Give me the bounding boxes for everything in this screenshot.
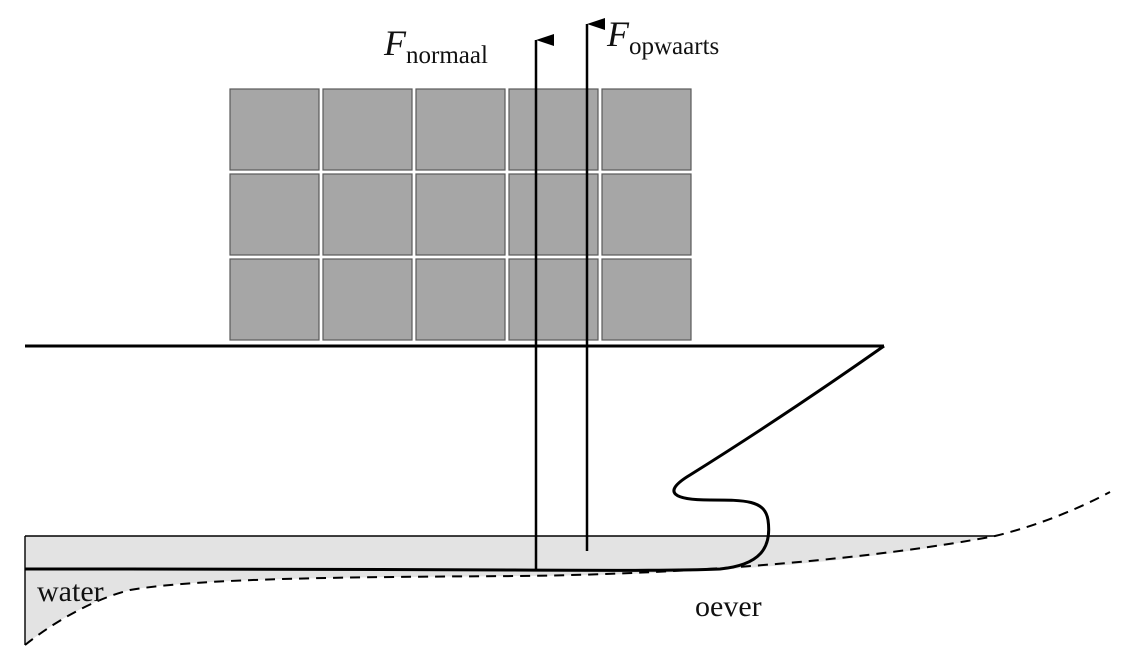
container-box	[508, 173, 599, 256]
force-normaal-label: Fnormaal	[383, 23, 488, 69]
container-box	[601, 173, 692, 256]
container-stack	[229, 88, 692, 341]
container-box	[601, 88, 692, 171]
force-opwaarts-label: Fopwaarts	[606, 14, 719, 60]
container-box	[415, 258, 506, 341]
container-box	[508, 258, 599, 341]
container-box	[415, 88, 506, 171]
bank-line	[24, 491, 1111, 646]
ship-hull	[24, 344, 885, 572]
container-box	[229, 88, 320, 171]
container-box	[601, 258, 692, 341]
water-area	[25, 536, 995, 645]
container-box	[322, 258, 413, 341]
container-box	[229, 173, 320, 256]
container-box	[322, 88, 413, 171]
container-box	[415, 173, 506, 256]
oever-label: oever	[695, 590, 762, 623]
container-box	[229, 258, 320, 341]
container-box	[508, 88, 599, 171]
container-box	[322, 173, 413, 256]
water-label: water	[37, 575, 104, 608]
